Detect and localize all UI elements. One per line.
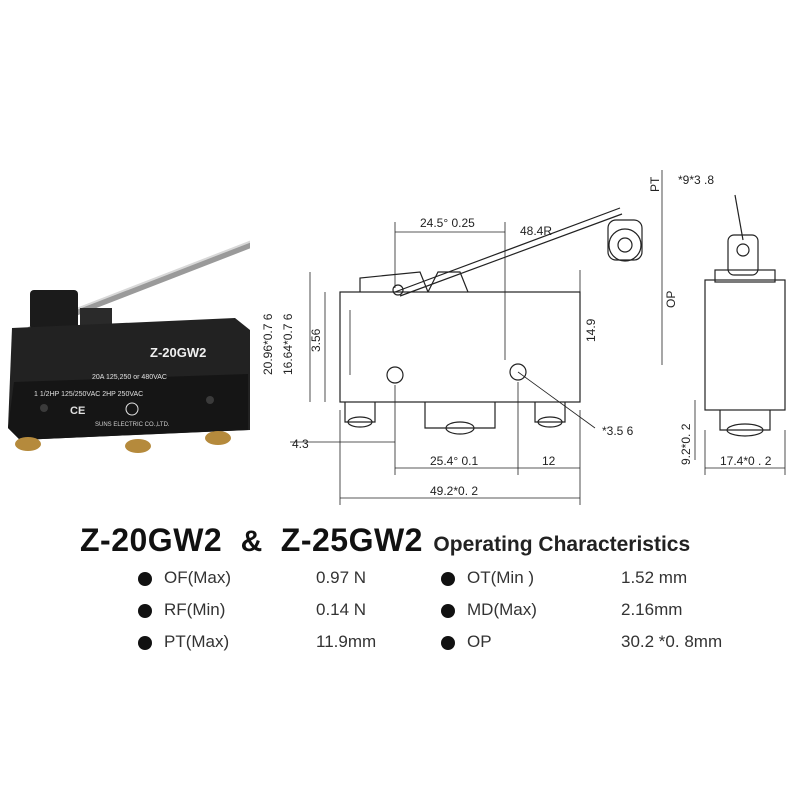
spec-value: 2.16mm — [621, 600, 683, 619]
bullet-icon — [441, 572, 455, 586]
dim-terminal-height: 9.2*0. 2 — [679, 423, 693, 465]
lever-outline — [394, 207, 621, 293]
actuator-outline — [359, 271, 469, 293]
spec-label: OF(Max) — [164, 568, 232, 587]
subtitle: Operating Characteristics — [433, 533, 691, 556]
spec-label: OP — [467, 632, 492, 651]
side-view-outline — [704, 279, 786, 411]
dim-height-pivot: 16.64*0.7 6 — [281, 313, 295, 375]
dim-height-total: 20.96*0.7 6 — [261, 313, 275, 375]
characteristics-heading: Z-20GW2 & Z-25GW2 Operating Characterist… — [80, 522, 795, 564]
model-b: Z-25GW2 — [280, 522, 423, 558]
mount-hole — [386, 366, 404, 384]
dim-body-height: 14.9 — [584, 318, 598, 342]
photo-rating-line1: 20A 125,250 or 480VAC — [92, 374, 167, 381]
dim-hole-edge: 12 — [542, 454, 556, 468]
dim-pt: PT — [648, 176, 662, 192]
bullet-icon — [138, 636, 152, 650]
dim-lever-radius: 48.4R — [520, 224, 552, 238]
dim-body-length: 49.2*0. 2 — [430, 484, 478, 498]
model-a: Z-20GW2 — [80, 522, 223, 558]
mount-hole — [509, 363, 527, 381]
spec-value: 0.14 N — [316, 600, 367, 619]
spec-value: 1.52 mm — [621, 568, 688, 587]
actuator-block — [30, 290, 78, 330]
photo-rating-line2: 1 1/2HP 125/250VAC 2HP 250VAC — [34, 391, 143, 398]
dim-hole-height: 3.56 — [309, 328, 323, 352]
dim-hole-diameter: *3.5 6 — [602, 424, 634, 438]
terminal — [125, 439, 151, 453]
bullet-icon — [441, 636, 455, 650]
dim-op: OP — [664, 291, 678, 308]
photo-ce-mark: CE — [70, 405, 85, 417]
body-outline — [339, 291, 581, 403]
spec-label: OT(Min ) — [467, 568, 535, 587]
bullet-icon — [138, 604, 152, 618]
switch-photo: Z-20GW2 20A 125,250 or 480VAC 1 1/2HP 12… — [8, 240, 250, 453]
spec-value: 11.9mm — [316, 632, 377, 651]
spec-value: 30.2 *0. 8mm — [621, 632, 723, 651]
bullet-icon — [138, 572, 152, 586]
dim-edge-offset: 4.3 — [292, 437, 309, 451]
spec-label: RF(Min) — [164, 600, 226, 619]
spec-label: PT(Max) — [164, 632, 230, 651]
terminal — [15, 437, 41, 451]
spec-value: 0.97 N — [316, 568, 367, 587]
photo-model-label: Z-20GW2 — [150, 345, 206, 360]
terminal — [205, 431, 231, 445]
ampersand: & — [240, 525, 263, 558]
photo-maker: SUNS ELECTRIC CO.,LTD. — [95, 422, 170, 428]
dimension-drawing: 24.5° 0.25 48.4R PT *9*3 .8 20.96*0.7 6 … — [261, 170, 786, 505]
dim-lever-offset: 24.5° 0.25 — [420, 216, 475, 230]
dim-side-width: 17.4*0 . 2 — [720, 454, 772, 468]
spec-label: MD(Max) — [467, 600, 537, 619]
dim-roller-size: *9*3 .8 — [678, 173, 714, 187]
dim-hole-spacing: 25.4° 0.1 — [430, 454, 478, 468]
bullet-icon — [441, 604, 455, 618]
roller-outline — [608, 228, 642, 262]
